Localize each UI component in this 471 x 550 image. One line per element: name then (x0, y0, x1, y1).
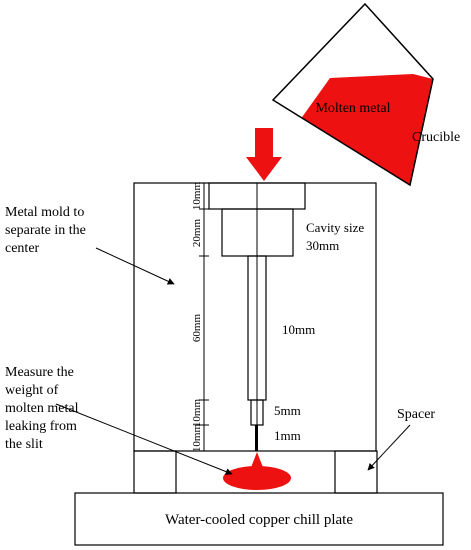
dim-label-3: 60mm (191, 314, 203, 343)
metal-mold (133, 182, 377, 452)
molten-metal-in-crucible (300, 74, 433, 185)
spacer-label: Spacer (397, 407, 435, 422)
dim-label-2: 20mm (191, 219, 203, 248)
spacer-left (133, 450, 177, 494)
slit (255, 425, 258, 451)
crucible-outline (271, 2, 434, 187)
chill-plate-label: Water-cooled copper chill plate (165, 512, 353, 528)
neck-width-label: 10mm (282, 322, 315, 337)
dim-label-1: 10mm (191, 182, 203, 211)
dim-label-4: 10mm (191, 399, 203, 428)
pour-arrow (246, 128, 282, 181)
metal-mold-label: Metal mold to separate in the center (5, 205, 89, 256)
dimension-line: 10mm 20mm 60mm 10mm 10mm (191, 182, 209, 453)
crucible: Molten metal Crucible (271, 2, 460, 187)
leaked-metal-drip (250, 452, 264, 470)
crucible-label: Crucible (412, 130, 460, 145)
slit-width-label: 1mm (274, 428, 301, 443)
measure-label: Measure the weight of molten metal leaki… (5, 365, 82, 452)
cavity-size-label: Cavity size 30mm (306, 220, 367, 253)
pin-width-label: 5mm (274, 403, 301, 418)
leaked-metal-puddle (223, 466, 291, 490)
molten-metal-label: Molten metal (315, 101, 390, 116)
spacer-right (334, 450, 378, 494)
measure-pointer (55, 403, 233, 475)
spacer-pointer (367, 424, 411, 471)
leaked-metal (223, 452, 291, 490)
dim-label-5: 10mm (191, 424, 203, 453)
chill-plate (74, 492, 444, 546)
metal-mold-pointer (95, 247, 175, 285)
